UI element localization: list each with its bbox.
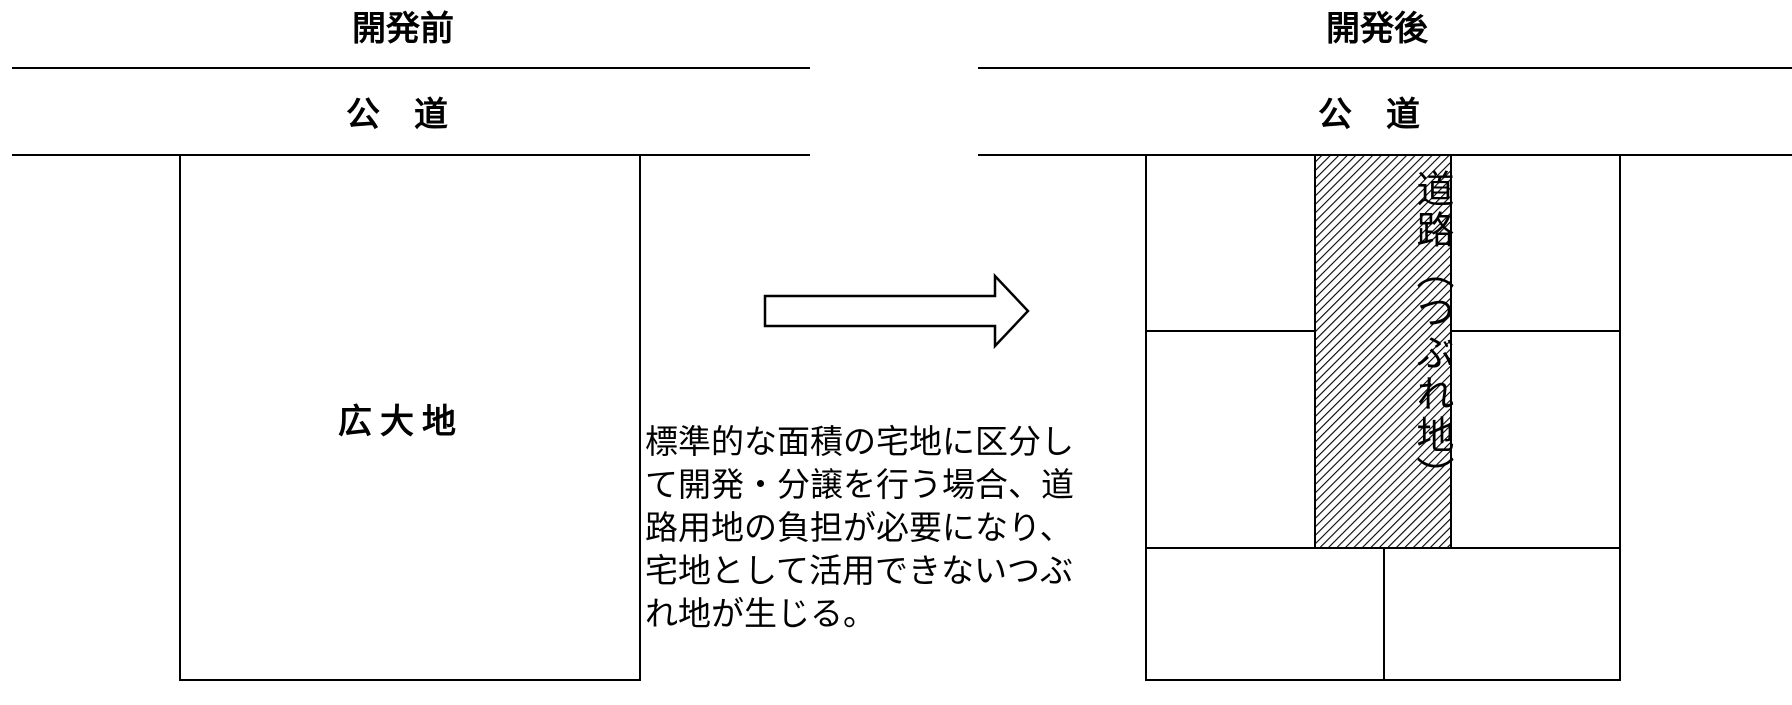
after-heading: 開発後 (1326, 9, 1428, 49)
after-road-label: 公 道 (1318, 95, 1420, 135)
arrow-right-icon (763, 272, 1030, 350)
large-land-label: 広大地 (338, 402, 464, 442)
new-road-strip (1314, 154, 1452, 549)
before-road-label: 公 道 (346, 95, 448, 135)
new-road-label-container: 道路（つぶれ地） (1315, 155, 1454, 548)
explanation-text: 標準的な面積の宅地に区分し て開発・分譲を行う場合、道 路用地の負担が必要になり… (645, 422, 1074, 633)
new-road-label: 道路（つぶれ地） (1410, 169, 1454, 497)
before-heading: 開発前 (352, 9, 454, 49)
large-land-box (179, 154, 641, 681)
